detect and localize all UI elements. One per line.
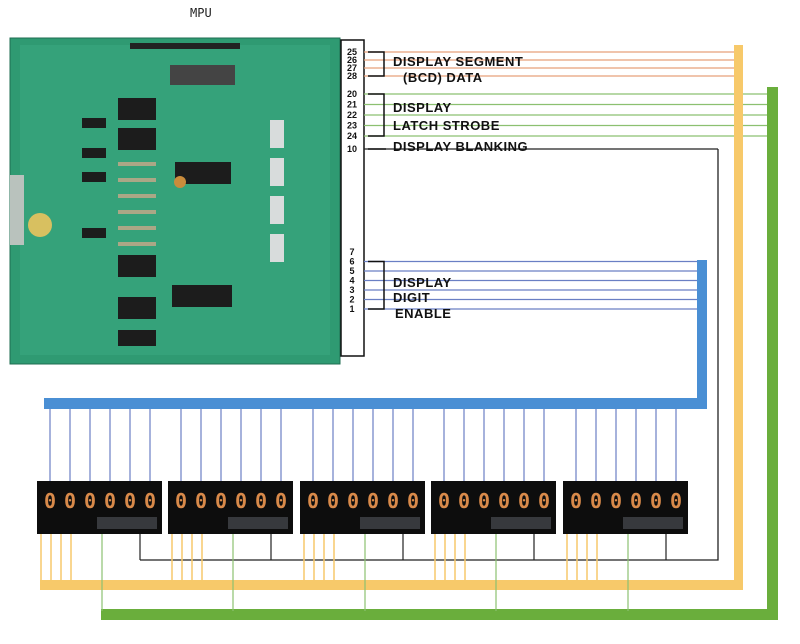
- display-digit: 0: [590, 489, 602, 513]
- latch-strobe-bus-horizontal: [101, 609, 778, 620]
- display-glare: [228, 517, 288, 529]
- pin-23: 23: [347, 121, 357, 131]
- pin-7: 7: [349, 247, 354, 257]
- pin-5: 5: [349, 266, 354, 276]
- pin-21: 21: [347, 100, 357, 110]
- latch-strobe-bus-vertical: [767, 87, 778, 620]
- pin-26: 26: [347, 55, 357, 65]
- display-digit: 0: [235, 489, 247, 513]
- display-segment-bcd-data-label: (BCD) DATA: [403, 70, 483, 85]
- display-digit: 0: [144, 489, 156, 513]
- display-digit: 0: [518, 489, 530, 513]
- display-digit: 0: [538, 489, 550, 513]
- display-digit: 0: [650, 489, 662, 513]
- display-digit: 0: [610, 489, 622, 513]
- display-latch-strobe-bracket: [368, 93, 385, 137]
- display-digit: 0: [367, 489, 379, 513]
- display-digit: 0: [104, 489, 116, 513]
- display-digit: 0: [498, 489, 510, 513]
- display-digit: 0: [387, 489, 399, 513]
- display-digit: 0: [458, 489, 470, 513]
- display-digit-enable-bracket: [368, 260, 385, 310]
- digit-enable-bus-horizontal: [44, 398, 707, 409]
- display-latch-strobe-label: DISPLAY: [393, 100, 452, 115]
- display-digit: 0: [195, 489, 207, 513]
- display-digit-enable-label: ENABLE: [395, 306, 451, 321]
- pin-4: 4: [349, 276, 354, 286]
- display-digit: 0: [175, 489, 187, 513]
- pin-27: 27: [347, 63, 357, 73]
- pin-20: 20: [347, 89, 357, 99]
- mpu-title: MPU: [190, 6, 212, 20]
- display-digit: 0: [407, 489, 419, 513]
- display-digit: 0: [84, 489, 96, 513]
- pin-2: 2: [349, 295, 354, 305]
- pin-28: 28: [347, 71, 357, 81]
- pin-24: 24: [347, 131, 357, 141]
- display-digit: 0: [64, 489, 76, 513]
- blanking-wire-route: [140, 149, 719, 561]
- digit-enable-bus-vertical: [697, 260, 707, 407]
- pin-3: 3: [349, 285, 354, 295]
- display-digit: 0: [124, 489, 136, 513]
- display-digit: 0: [275, 489, 287, 513]
- display-glare: [623, 517, 683, 529]
- display-digit: 0: [307, 489, 319, 513]
- pin-1: 1: [349, 304, 354, 314]
- display-digit: 0: [478, 489, 490, 513]
- segment-data-bus-horizontal: [40, 580, 743, 590]
- display-digit: 0: [630, 489, 642, 513]
- display-segment-bcd-data-label: DISPLAY SEGMENT: [393, 54, 523, 69]
- display-digit: 0: [347, 489, 359, 513]
- display-digit: 0: [44, 489, 56, 513]
- pin-10: 10: [347, 144, 357, 154]
- pin-25: 25: [347, 47, 357, 57]
- display-glare: [97, 517, 157, 529]
- display-segment-bcd-data-bracket: [368, 51, 385, 77]
- display-digit-enable-label: DISPLAY: [393, 275, 452, 290]
- display-digit: 0: [255, 489, 267, 513]
- pin-22: 22: [347, 110, 357, 120]
- display-digit-enable-label: DIGIT: [393, 290, 430, 305]
- display-glare: [360, 517, 420, 529]
- mpu-board: [9, 37, 341, 365]
- display-blanking-label: DISPLAY BLANKING: [393, 139, 528, 154]
- connector-block: [340, 39, 365, 357]
- segment-data-bus-vertical: [734, 45, 743, 590]
- display-digit: 0: [438, 489, 450, 513]
- display-glare: [491, 517, 551, 529]
- display-latch-strobe-label: LATCH STROBE: [393, 118, 500, 133]
- display-digit: 0: [670, 489, 682, 513]
- display-digit: 0: [327, 489, 339, 513]
- pin-6: 6: [349, 257, 354, 267]
- display-digit: 0: [215, 489, 227, 513]
- display-digit: 0: [570, 489, 582, 513]
